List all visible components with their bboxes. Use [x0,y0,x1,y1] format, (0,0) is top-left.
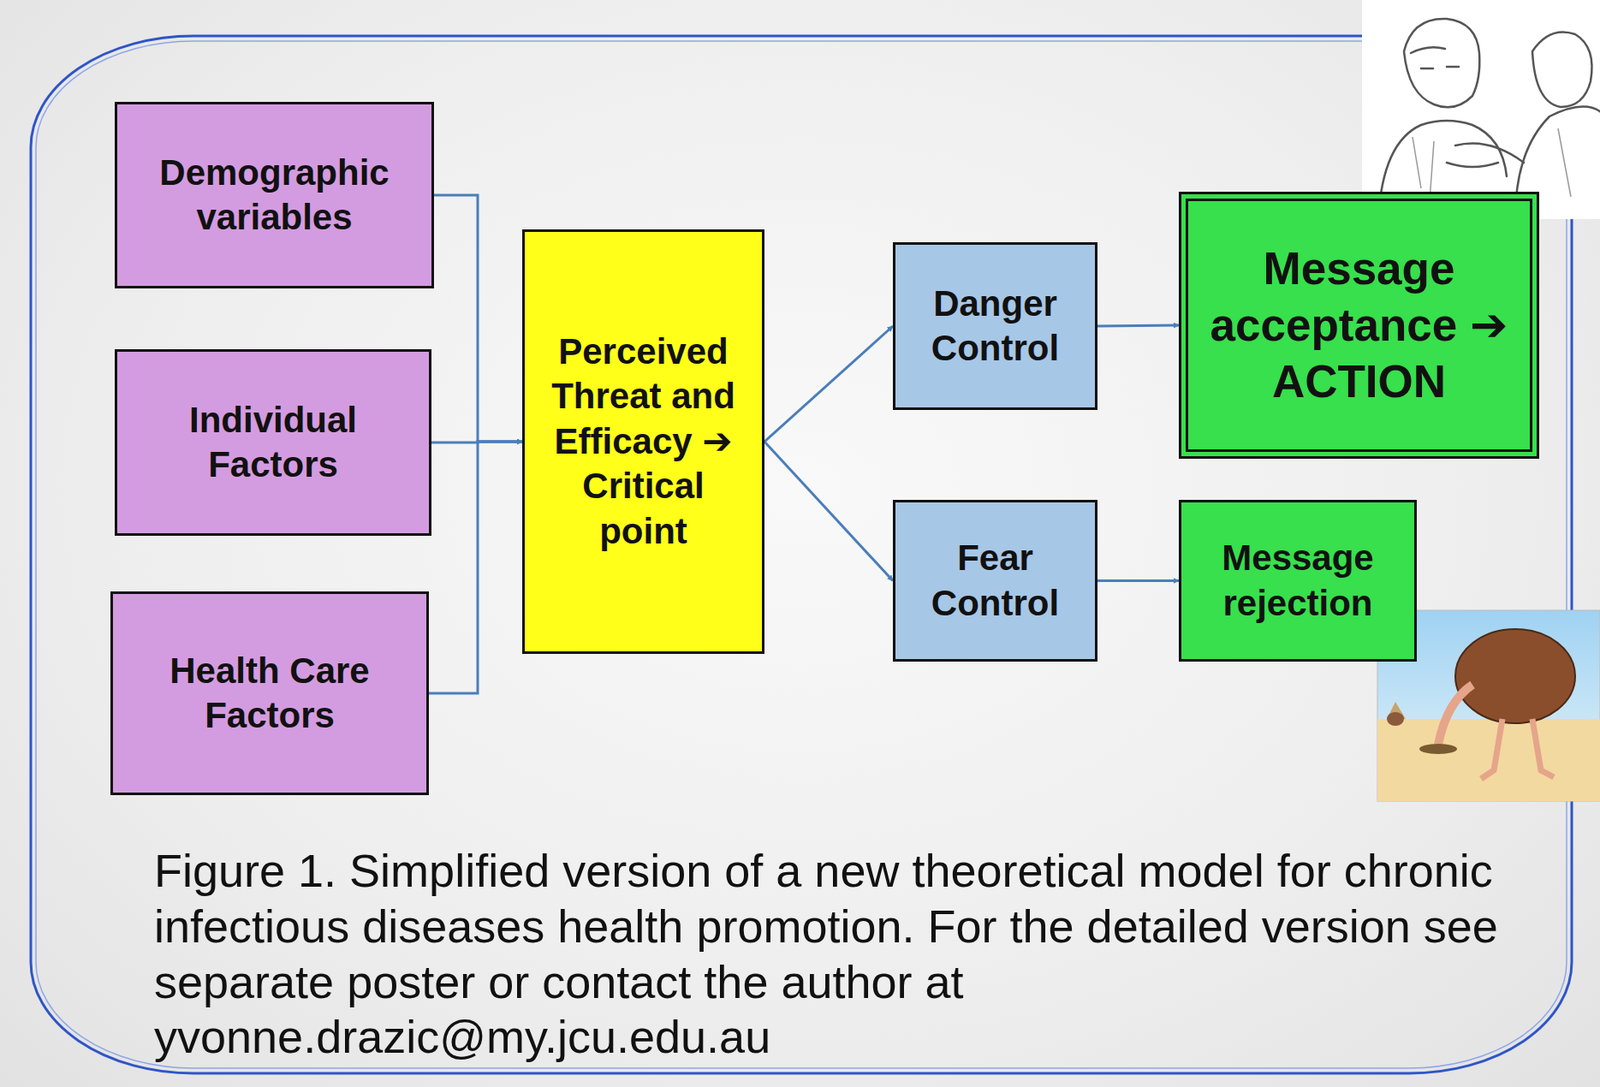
ostrich-legs [1481,719,1554,780]
far-ostrich [1386,712,1404,726]
flow-arrow [434,195,523,442]
frame-inner-outline [35,41,1567,1069]
factor-box: Health Care Factors [110,591,429,796]
node-label: Danger Control [905,281,1085,372]
figure-caption: Figure 1. Simplified version of a new th… [154,843,1524,1065]
node-label: Fear Control [905,535,1085,626]
ostrich-body [1455,629,1576,724]
node-label: Perceived Threat and Efficacy ➔ Critical… [536,329,750,555]
doctor-patient-sketch [1362,0,1600,220]
flow-arrow [428,441,523,694]
sand-hole [1419,743,1458,755]
critical-point-box: Perceived Threat and Efficacy ➔ Critical… [522,229,765,655]
doctor-face [1410,47,1459,69]
node-label: Demographic variables [130,150,418,241]
node-label: Individual Factors [130,398,416,488]
sand [1377,719,1600,802]
frame-outline [30,35,1572,1074]
sketch-shading [1412,128,1571,202]
doctor-head [1403,18,1480,108]
control-box: Fear Control [892,499,1098,662]
outcome-box: Message rejection [1178,499,1417,662]
factor-box: Demographic variables [114,101,435,289]
outcome-box: Message acceptance ➔ ACTION [1178,191,1540,459]
node-label: Health Care Factors [126,648,413,739]
sketch-ground [1362,0,1600,220]
factor-box: Individual Factors [114,349,432,536]
flow-arrow [1097,325,1179,327]
flow-arrow [764,441,893,582]
ostrich-neck [1438,684,1473,745]
patient-head [1532,32,1593,108]
flow-arrow [1097,579,1179,583]
flow-arrow [764,326,893,442]
doctor-arms [1446,143,1524,168]
control-box: Danger Control [892,242,1098,411]
node-label: Message acceptance ➔ ACTION [1203,240,1515,411]
node-label: Message rejection [1191,535,1404,626]
